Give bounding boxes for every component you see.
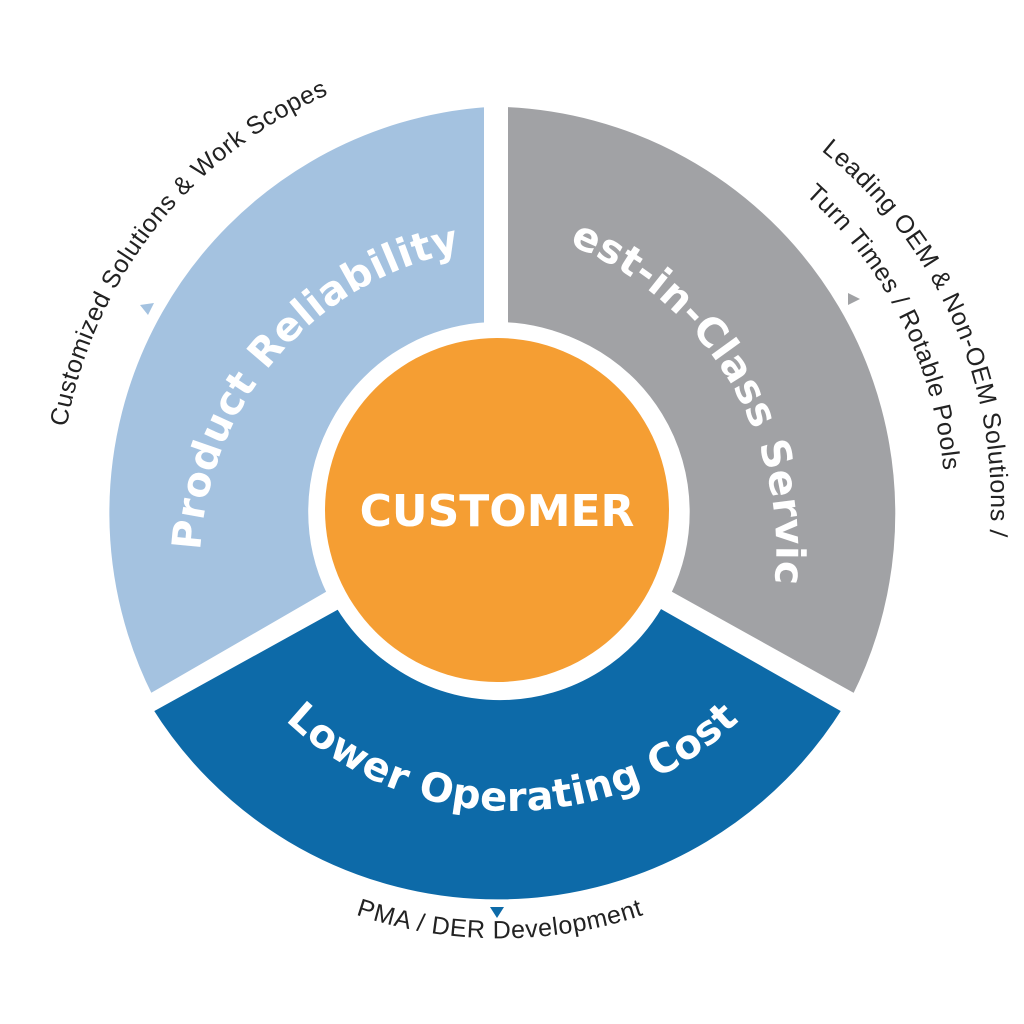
center-circle	[325, 338, 669, 682]
marker-triangle-bottom	[490, 907, 504, 918]
center-label: CUSTOMER	[360, 486, 635, 537]
marker-triangle-right	[848, 293, 860, 305]
marker-triangle-left	[140, 303, 154, 315]
